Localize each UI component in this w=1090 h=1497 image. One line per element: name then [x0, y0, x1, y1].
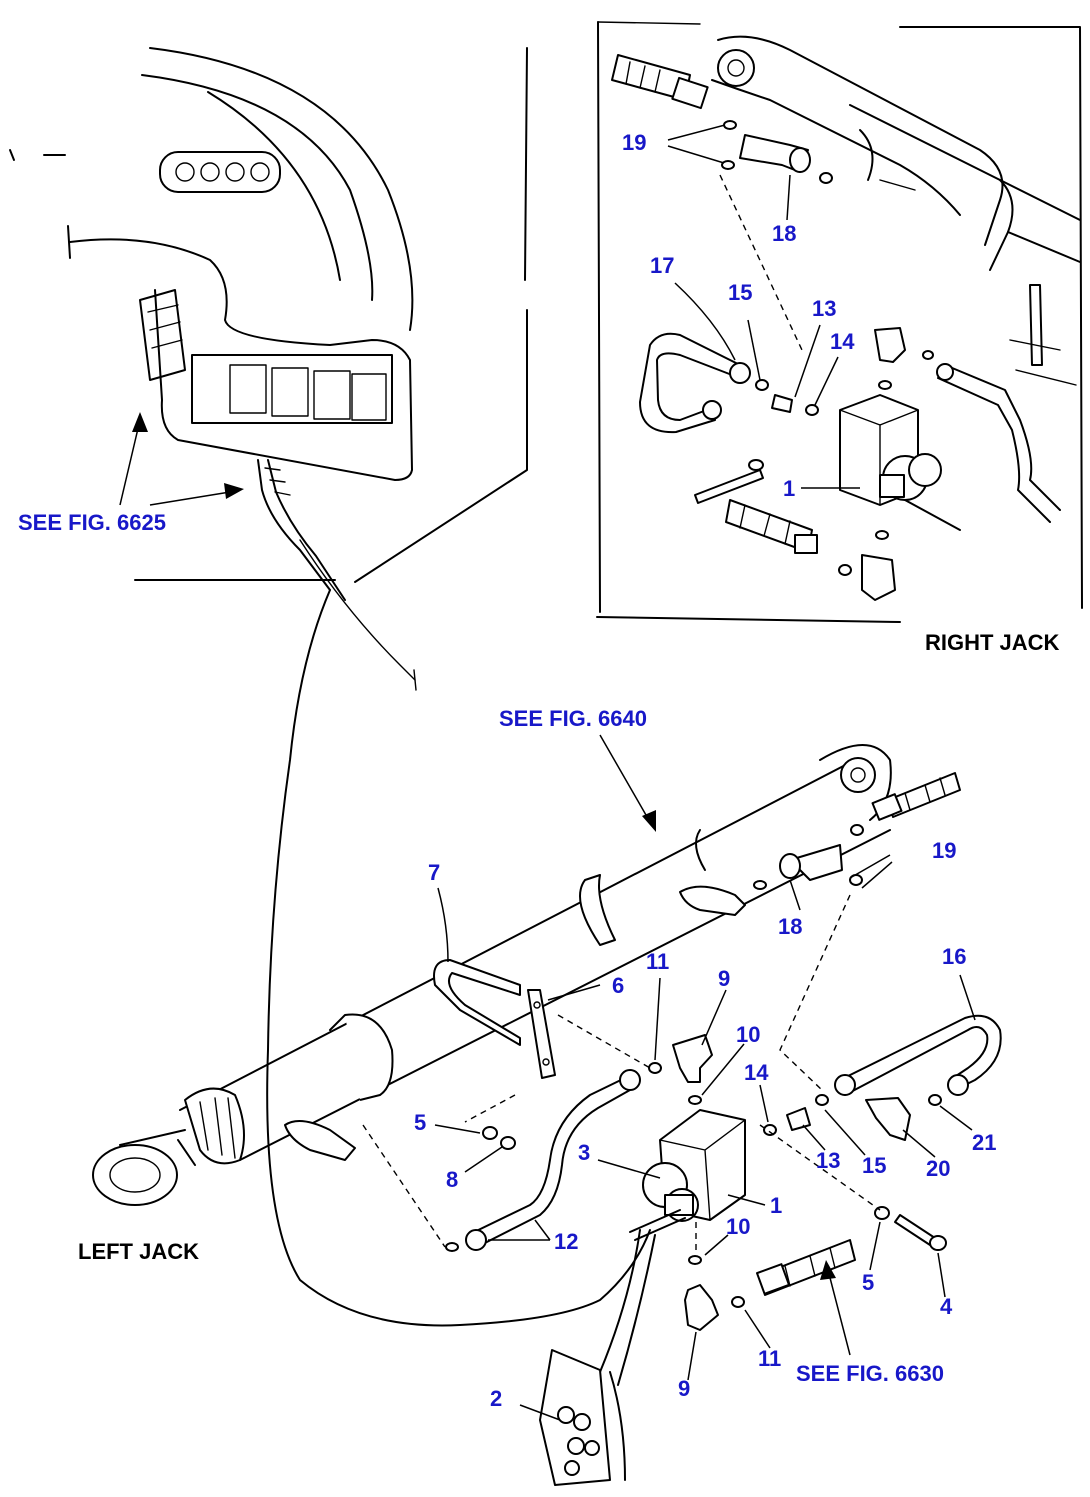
- cab-control-panel-drawing: [9, 47, 528, 691]
- reference-fig-6625: SEE FIG. 6625: [18, 510, 166, 535]
- electrical-cable: [266, 589, 651, 1327]
- caption-left-jack: LEFT JACK: [78, 1239, 199, 1264]
- callout-left-15: 15: [862, 1153, 886, 1178]
- reference-fig-6630: SEE FIG. 6630: [796, 1361, 944, 1386]
- callout-left-20: 20: [926, 1156, 950, 1181]
- callout-left-4: 4: [940, 1294, 953, 1319]
- callout-left-2: 2: [490, 1386, 502, 1411]
- callout-left-19: 19: [932, 838, 956, 863]
- caption-right-jack: RIGHT JACK: [925, 630, 1060, 655]
- leader-lines: [119, 124, 976, 1421]
- callout-left-21: 21: [972, 1130, 996, 1155]
- callout-left-11a: 11: [646, 949, 669, 974]
- callout-left-12: 12: [554, 1229, 578, 1254]
- callout-left-7: 7: [428, 860, 440, 885]
- callout-left-5b: 5: [862, 1270, 874, 1295]
- callout-left-16: 16: [942, 944, 966, 969]
- left-jack-assembly: [92, 744, 1002, 1486]
- callout-left-9b: 9: [678, 1376, 690, 1401]
- callout-left-14: 14: [744, 1060, 769, 1085]
- callout-left-10b: 10: [726, 1214, 750, 1239]
- callout-right-18: 18: [772, 221, 796, 246]
- reference-fig-6640: SEE FIG. 6640: [499, 706, 647, 731]
- callout-left-6: 6: [612, 973, 624, 998]
- right-jack-inset: [596, 21, 1083, 623]
- callout-right-14: 14: [830, 329, 855, 354]
- callout-left-13: 13: [816, 1148, 840, 1173]
- callout-left-11b: 11: [758, 1346, 781, 1371]
- callout-left-9a: 9: [718, 966, 730, 991]
- callout-left-8: 8: [446, 1167, 458, 1192]
- callout-left-3: 3: [578, 1140, 590, 1165]
- callout-right-1: 1: [783, 476, 795, 501]
- callout-right-17: 17: [650, 253, 674, 278]
- callout-left-1: 1: [770, 1193, 782, 1218]
- callout-left-18: 18: [778, 914, 802, 939]
- callout-left-10a: 10: [736, 1022, 760, 1047]
- callout-right-13: 13: [812, 296, 836, 321]
- callout-right-15: 15: [728, 280, 752, 305]
- callout-left-5a: 5: [414, 1110, 426, 1135]
- callout-right-19: 19: [622, 130, 646, 155]
